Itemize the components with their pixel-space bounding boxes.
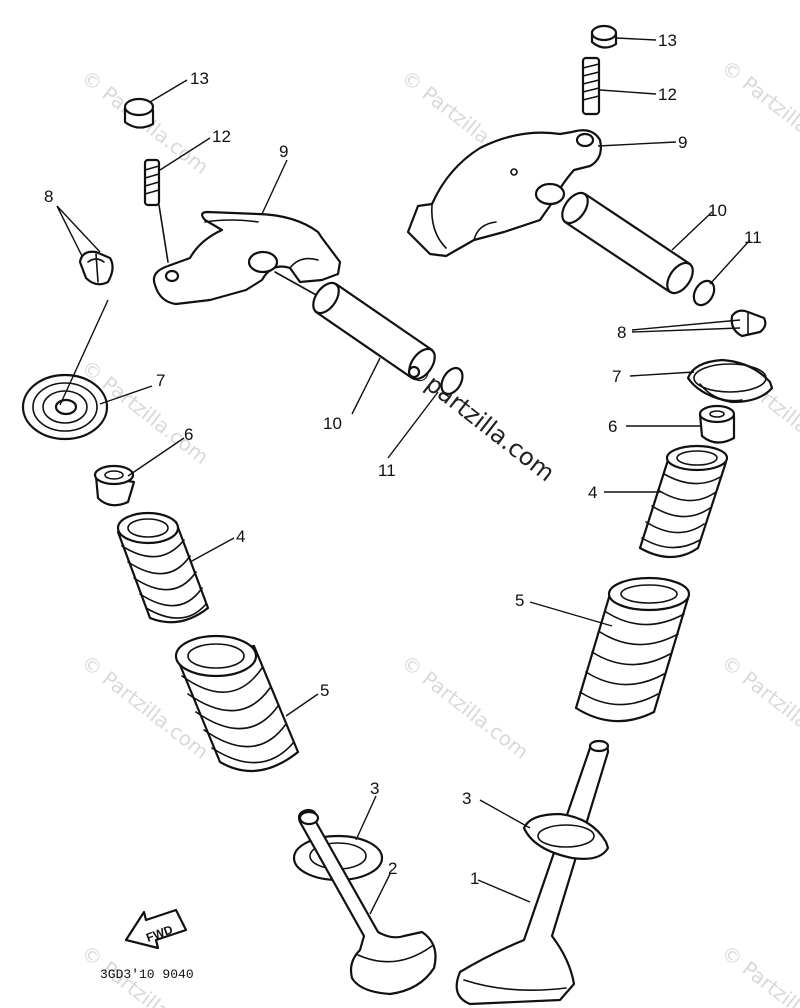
part-2-valve-left xyxy=(297,808,437,996)
callout-3-left: 3 xyxy=(370,779,379,798)
callout-9-left: 9 xyxy=(279,142,288,161)
callout-9-right: 9 xyxy=(678,133,687,152)
callout-12-right: 12 xyxy=(658,85,677,104)
part-7-retainer-right xyxy=(686,358,774,404)
callout-8-left: 8 xyxy=(44,187,53,206)
watermark: © Partzilla.com xyxy=(397,650,533,764)
callout-4-left: 4 xyxy=(236,527,245,546)
callout-2-left: 2 xyxy=(388,859,397,878)
part-13-nut-right xyxy=(590,24,618,49)
part-9-rocker-arm-right xyxy=(406,129,602,258)
part-8-cotters-left xyxy=(78,250,114,286)
callout-5-right: 5 xyxy=(515,591,524,610)
part-4-spring-inner-left xyxy=(116,511,210,624)
callout-1-right: 1 xyxy=(470,869,479,888)
callout-6-left: 6 xyxy=(184,425,193,444)
part-9-rocker-arm-left xyxy=(152,210,342,306)
watermark: © Partzilla.com xyxy=(717,940,800,1008)
part-8-cotters-right xyxy=(730,309,767,338)
callouts: 13 12 8 9 7 10 6 11 4 5 3 2 13 12 9 10 1… xyxy=(44,31,762,888)
watermark: © Partzilla.com xyxy=(717,650,800,764)
callout-13-right: 13 xyxy=(658,31,677,50)
callout-7-right: 7 xyxy=(612,367,621,386)
part-5-spring-outer-right xyxy=(574,576,691,723)
callout-4-right: 4 xyxy=(588,483,597,502)
part-7-retainer-left xyxy=(21,373,109,441)
callout-5-left: 5 xyxy=(320,681,329,700)
part-6-seal-left xyxy=(93,464,136,507)
callout-12-left: 12 xyxy=(212,127,231,146)
watermark: © Partzilla.com xyxy=(717,55,800,169)
diagram-code: 3GD3'10 9040 xyxy=(100,967,194,982)
part-4-spring-inner-right xyxy=(638,444,729,558)
callout-10-left: 10 xyxy=(323,414,342,433)
callout-10-right: 10 xyxy=(708,201,727,220)
part-6-seal-right xyxy=(698,404,736,444)
part-12-stud-right xyxy=(581,56,601,116)
callout-13-left: 13 xyxy=(190,69,209,88)
callout-11-left: 11 xyxy=(378,461,396,480)
part-10-shaft-right xyxy=(561,191,694,295)
callout-8-right: 8 xyxy=(617,323,626,342)
callout-3-right: 3 xyxy=(462,789,471,808)
callout-7-left: 7 xyxy=(156,371,165,390)
leader-lines xyxy=(56,37,751,915)
part-12-stud-left xyxy=(143,158,169,263)
fwd-arrow: FWD xyxy=(124,908,188,950)
callout-11-right: 11 xyxy=(744,228,762,247)
part-5-spring-outer-left xyxy=(174,634,300,773)
part-1-valve-right xyxy=(455,739,610,1006)
callout-6-right: 6 xyxy=(608,417,617,436)
part-3-collar-right xyxy=(522,812,610,860)
part-10-shaft-left xyxy=(312,281,436,381)
part-13-nut-left xyxy=(123,97,155,129)
part-11-o-ring-right xyxy=(692,279,716,307)
part-11-o-ring-left xyxy=(440,366,464,396)
